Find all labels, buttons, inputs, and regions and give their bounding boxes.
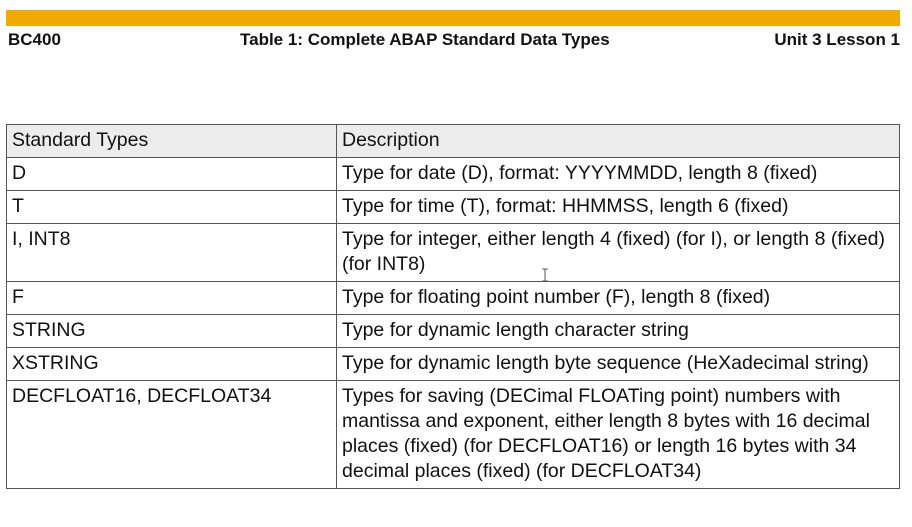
type-cell: F — [6, 281, 337, 315]
table-row: F Type for floating point number (F), le… — [6, 281, 900, 315]
page-title: Table 1: Complete ABAP Standard Data Typ… — [240, 30, 610, 49]
table-row: DECFLOAT16, DECFLOAT34 Types for saving … — [6, 380, 900, 489]
page-header: BC400 Table 1: Complete ABAP Standard Da… — [6, 28, 900, 52]
course-code: BC400 — [8, 30, 61, 49]
description-cell: Type for time (T), format: HHMMSS, lengt… — [336, 190, 900, 224]
table-row: D Type for date (D), format: YYYYMMDD, l… — [6, 157, 900, 191]
description-cell: Type for dynamic length byte sequence (H… — [336, 347, 900, 381]
table-row: I, INT8 Type for integer, either length … — [6, 223, 900, 282]
type-cell: D — [6, 157, 337, 191]
text-cursor-icon — [542, 268, 548, 282]
description-cell: Type for date (D), format: YYYYMMDD, len… — [336, 157, 900, 191]
table-row: STRING Type for dynamic length character… — [6, 314, 900, 348]
data-types-table: Standard Types Description D Type for da… — [6, 124, 900, 489]
table-row: T Type for time (T), format: HHMMSS, len… — [6, 190, 900, 224]
type-cell: I, INT8 — [6, 223, 337, 282]
description-cell: Types for saving (DECimal FLOATing point… — [336, 380, 900, 489]
accent-bar — [6, 10, 900, 26]
description-cell: Type for integer, either length 4 (fixed… — [336, 223, 900, 282]
column-header-description: Description — [336, 124, 900, 158]
type-cell: STRING — [6, 314, 337, 348]
description-cell: Type for floating point number (F), leng… — [336, 281, 900, 315]
unit-lesson-label: Unit 3 Lesson 1 — [774, 30, 900, 49]
description-cell: Type for dynamic length character string — [336, 314, 900, 348]
type-cell: DECFLOAT16, DECFLOAT34 — [6, 380, 337, 489]
table-header-row: Standard Types Description — [6, 124, 900, 158]
type-cell: T — [6, 190, 337, 224]
table-row: XSTRING Type for dynamic length byte seq… — [6, 347, 900, 381]
column-header-standard-types: Standard Types — [6, 124, 337, 158]
type-cell: XSTRING — [6, 347, 337, 381]
